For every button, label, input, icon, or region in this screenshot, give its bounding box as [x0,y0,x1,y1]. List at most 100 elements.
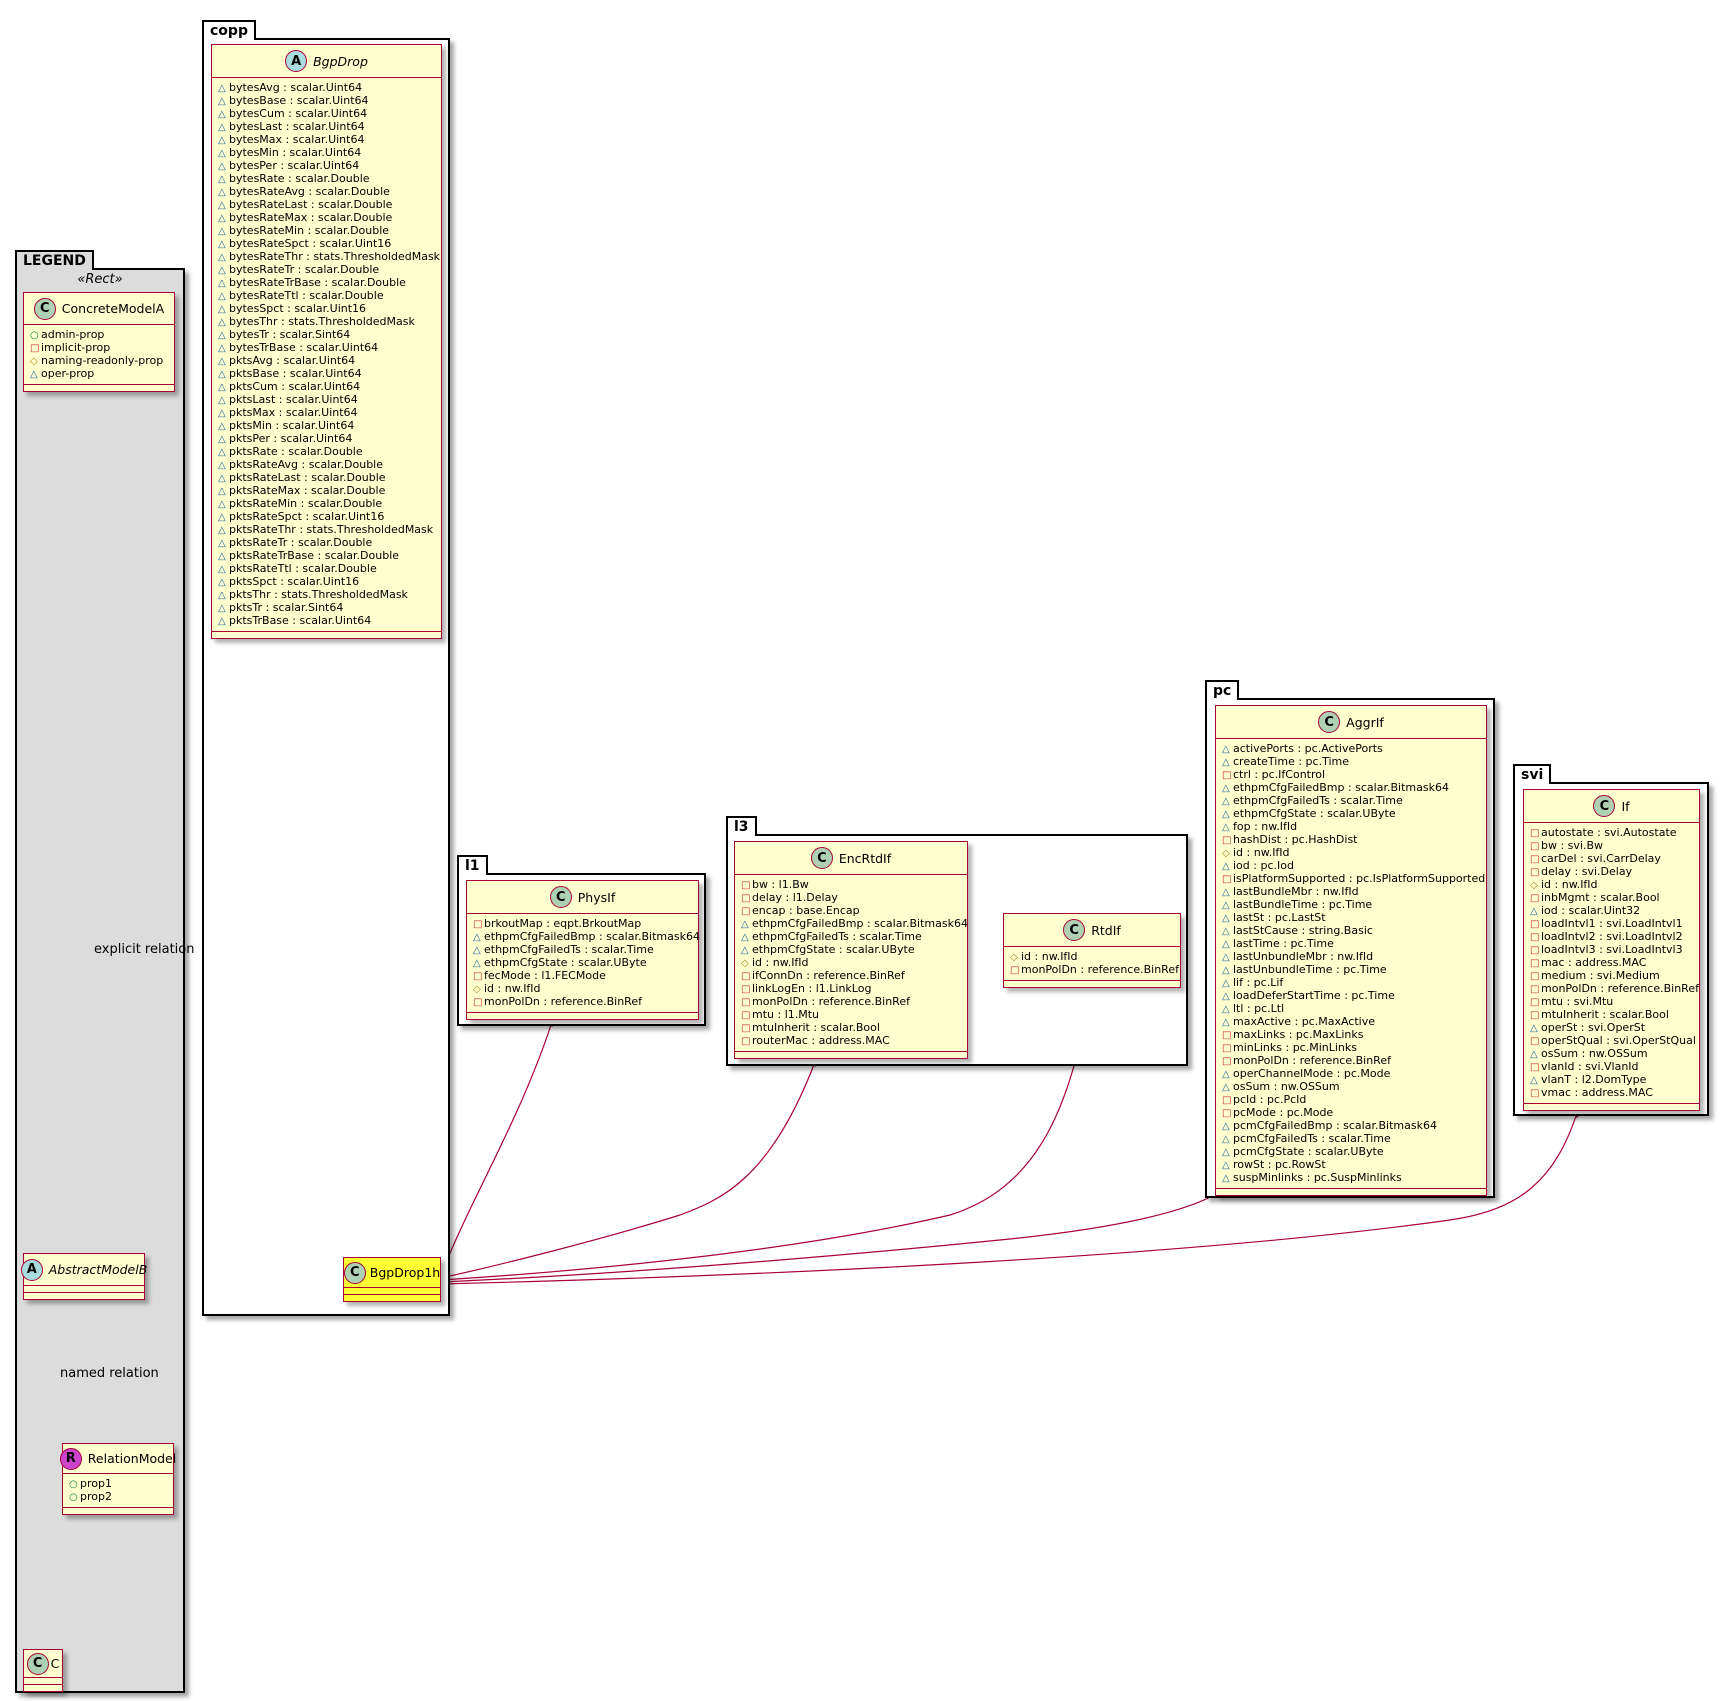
class-name: RelationModel [87,1451,177,1466]
class-concrete-model-a[interactable]: C ConcreteModelA ○admin-prop□implicit-pr… [23,292,175,392]
attribute-text: bytesThr : stats.ThresholdedMask [229,315,415,328]
class-c[interactable]: C C [23,1649,63,1692]
attribute-text: loadDeferStartTime : pc.Time [1233,989,1395,1002]
class-svi-if[interactable]: C If □autostate : svi.Autostate□bw : svi… [1523,789,1700,1111]
attribute-row: □delay : svi.Delay [1530,865,1693,878]
attribute-row: □loadIntvl3 : svi.LoadIntvl3 [1530,943,1693,956]
package-private-icon: △ [1222,1147,1230,1158]
package-l3-tab: l3 [726,816,757,836]
package-private-icon: △ [1222,1082,1230,1093]
attribute-row: △ethpmCfgFailedBmp : scalar.Bitmask64 [741,917,968,930]
package-private-icon: △ [741,919,749,930]
attribute-row: △pktsRateMin : scalar.Double [218,497,435,510]
method-compartment [1004,981,1180,987]
private-icon: □ [741,906,751,917]
package-private-icon: △ [218,603,226,614]
package-private-icon: △ [1222,757,1230,768]
attribute-row: △fop : nw.IfId [1222,820,1480,833]
attribute-text: isPlatformSupported : pc.IsPlatformSuppo… [1233,872,1486,885]
attribute-text: pcmCfgFailedTs : scalar.Time [1233,1132,1391,1145]
attribute-text: operSt : svi.OperSt [1541,1021,1646,1034]
attribute-row: □fecMode : l1.FECMode [473,969,692,982]
package-private-icon: △ [218,356,226,367]
class-rtdif[interactable]: C RtdIf ◇id : nw.IfId□monPolDn : referen… [1003,913,1181,988]
attribute-row: □mtuInherit : scalar.Bool [1530,1008,1693,1021]
package-private-icon: △ [218,590,226,601]
package-copp-tab: copp [202,20,256,40]
class-encrtdif[interactable]: C EncRtdIf □bw : l1.Bw□delay : l1.Delay□… [734,841,968,1059]
private-icon: □ [741,893,751,904]
class-relation-model[interactable]: R RelationModel ○prop1○prop2 [59,1443,177,1515]
class-bgpdrop[interactable]: A BgpDrop △bytesAvg : scalar.Uint64△byte… [211,44,442,639]
attribute-text: ethpmCfgState : scalar.UByte [1233,807,1396,820]
abstract-a-icon: A [285,50,308,72]
package-private-icon: △ [1222,978,1230,989]
attribute-row: △pktsSpct : scalar.Uint16 [218,575,435,588]
package-private-icon: △ [218,148,226,159]
private-icon: □ [1530,828,1540,839]
class-header: C EncRtdIf [735,842,967,875]
package-private-icon: △ [1222,744,1230,755]
package-private-icon: △ [218,460,226,471]
class-c-icon: C [549,886,572,908]
attribute-list: △bytesAvg : scalar.Uint64△bytesBase : sc… [212,78,441,632]
attribute-text: ethpmCfgFailedBmp : scalar.Bitmask64 [1233,781,1449,794]
protected-icon: ◇ [1010,952,1018,963]
attribute-text: suspMinlinks : pc.SuspMinlinks [1233,1171,1402,1184]
attribute-text: pktsRateTr : scalar.Double [229,536,373,549]
attribute-row: △bytesRateSpct : scalar.Uint16 [218,237,435,250]
package-private-icon: △ [1222,965,1230,976]
attribute-text: pktsRateTtl : scalar.Double [229,562,377,575]
class-header: C PhysIf [467,881,698,914]
attribute-row: △pktsPer : scalar.Uint64 [218,432,435,445]
attribute-text: bw : l1.Bw [752,878,809,891]
attribute-row: △lastSt : pc.LastSt [1222,911,1480,924]
class-name: BgpDrop [313,53,368,69]
attribute-text: pktsRateMax : scalar.Double [229,484,386,497]
public-icon: ○ [30,330,39,341]
package-private-icon: △ [1222,1160,1230,1171]
attribute-text: vmac : address.MAC [1541,1086,1653,1099]
attribute-text: monPolDn : reference.BinRef [1233,1054,1391,1067]
attribute-text: ethpmCfgFailedBmp : scalar.Bitmask64 [752,917,968,930]
private-icon: □ [1530,867,1540,878]
package-private-icon: △ [218,408,226,419]
attribute-row: ○admin-prop [30,328,168,341]
composition-physif-line [440,1021,553,1276]
attribute-row: □pcId : pc.PcId [1222,1093,1480,1106]
attribute-text: pcMode : pc.Mode [1233,1106,1334,1119]
attribute-row: □operStQual : svi.OperStQual [1530,1034,1696,1047]
private-icon: □ [473,997,483,1008]
attribute-text: pktsTr : scalar.Sint64 [229,601,344,614]
attribute-text: pktsRate : scalar.Double [229,445,363,458]
attribute-row: △lif : pc.Lif [1222,976,1480,989]
package-private-icon: △ [218,447,226,458]
attribute-text: pktsLast : scalar.Uint64 [229,393,358,406]
attribute-row: △lastBundleMbr : nw.IfId [1222,885,1480,898]
class-c-icon: C [1593,795,1616,817]
private-icon: □ [741,880,751,891]
attribute-row: △pktsThr : stats.ThresholdedMask [218,588,435,601]
attribute-text: inbMgmt : scalar.Bool [1541,891,1660,904]
method-compartment [1216,1189,1486,1195]
explicit-relation-label: explicit relation [94,942,195,957]
package-private-icon: △ [741,945,749,956]
attribute-text: pktsCum : scalar.Uint64 [229,380,361,393]
class-aggrif[interactable]: C AggrIf △activePorts : pc.ActivePorts△c… [1215,705,1487,1196]
attribute-text: loadIntvl1 : svi.LoadIntvl1 [1541,917,1683,930]
package-svi-tab: svi [1513,764,1552,784]
attribute-row: △operChannelMode : pc.Mode [1222,1067,1480,1080]
attribute-text: delay : l1.Delay [752,891,838,904]
attribute-list: ○prop1○prop2 [63,1474,173,1508]
attribute-list [344,1288,440,1295]
attribute-row: △ethpmCfgFailedBmp : scalar.Bitmask64 [1222,781,1480,794]
method-compartment [24,385,174,391]
class-abstract-model-b[interactable]: A AbstractModelB [20,1253,147,1300]
class-bgpdrop1h[interactable]: C BgpDrop1h [343,1257,441,1302]
attribute-text: pktsRateMin : scalar.Double [229,497,383,510]
attribute-text: loadIntvl3 : svi.LoadIntvl3 [1541,943,1683,956]
class-physif[interactable]: C PhysIf □brkoutMap : eqpt.BrkoutMap△eth… [466,880,700,1020]
attribute-text: bytesRateMin : scalar.Double [229,224,390,237]
package-private-icon: △ [1222,939,1230,950]
attribute-text: pktsBase : scalar.Uint64 [229,367,362,380]
